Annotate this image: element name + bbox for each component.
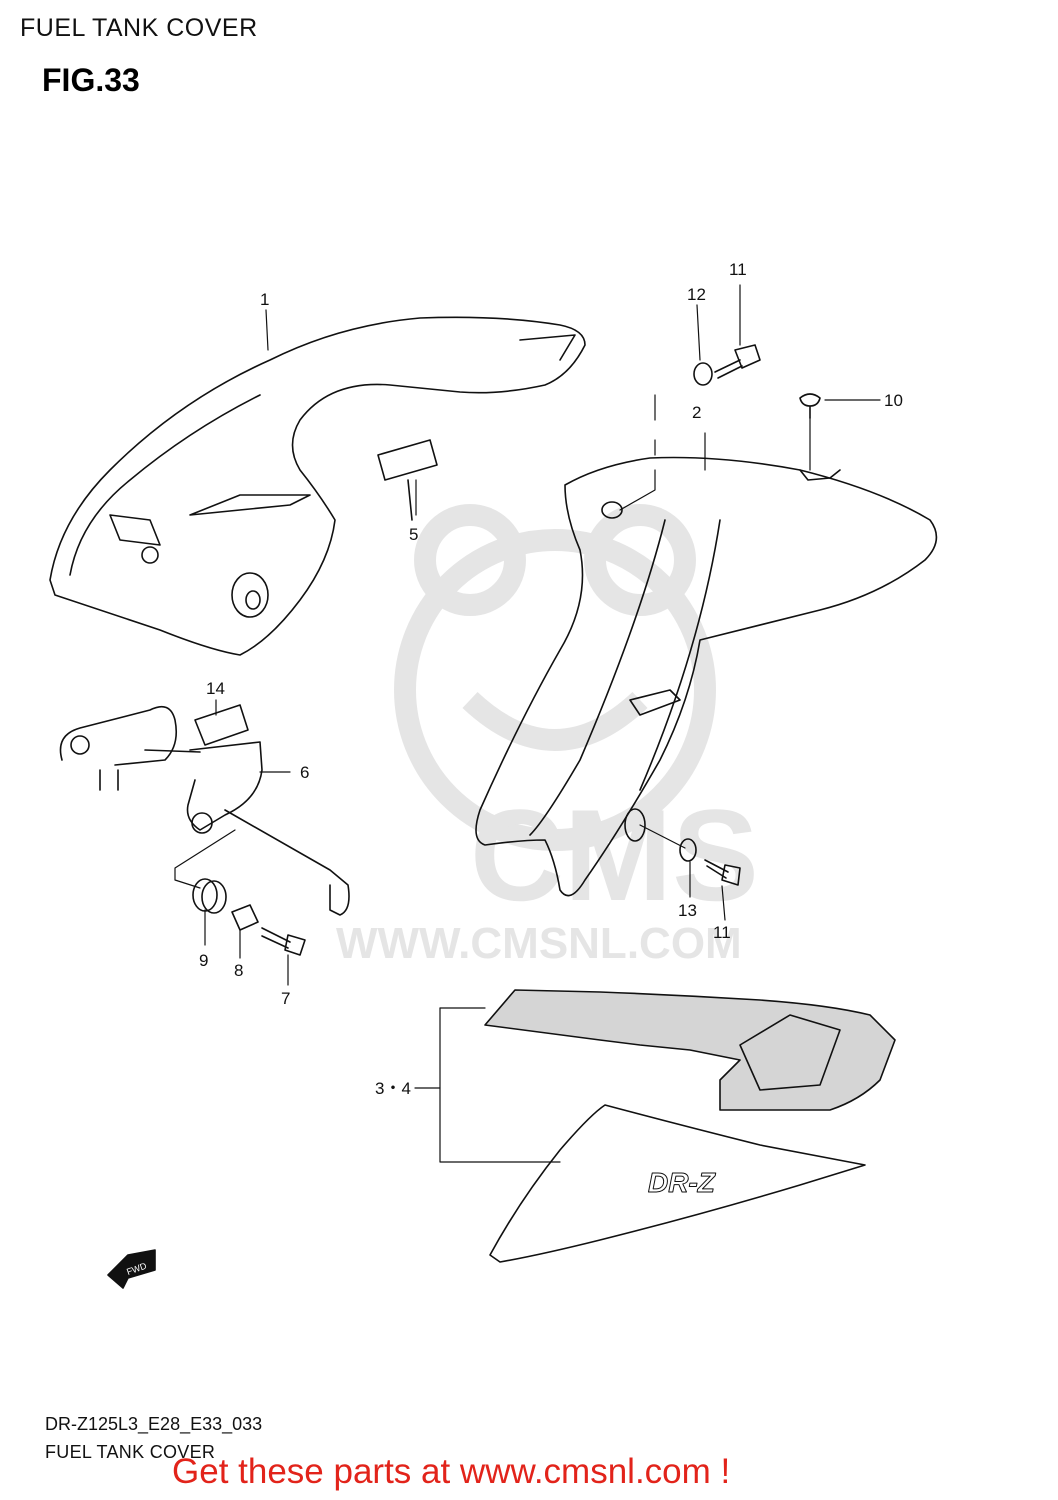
- callout-12: 12: [687, 285, 706, 304]
- callout-11-bottom: 11: [713, 923, 731, 942]
- callout-13: 13: [678, 901, 697, 920]
- watermark-url: WWW.CMSNL.COM: [336, 919, 742, 968]
- footer-title: FUEL TANK COVER: [45, 1442, 216, 1462]
- decal-text: DR-Z: [648, 1167, 716, 1198]
- callout-10: 10: [884, 391, 903, 410]
- part-7-bolt-icon: [261, 927, 306, 956]
- callout-5: 5: [409, 525, 418, 544]
- part-8-collar-icon: [231, 904, 259, 931]
- part-2-fuel-tank-cover-right: [475, 456, 938, 897]
- callout-7: 7: [281, 989, 290, 1008]
- fwd-arrow-icon: [107, 1249, 156, 1289]
- callout-11-top: 11: [729, 260, 747, 279]
- callout-labels: 1 2 3・4 5 6 7 8 9 10 11 11 12 13 14 FWD: [125, 260, 903, 1277]
- part-13-washer-icon: [679, 838, 697, 862]
- callout-9: 9: [199, 951, 208, 970]
- part-11-bolt-top-icon: [714, 344, 761, 379]
- callout-1: 1: [260, 290, 269, 309]
- figure-label: FIG.33: [42, 62, 140, 98]
- part-11-bolt-bottom-icon: [704, 859, 741, 886]
- callout-8: 8: [234, 961, 243, 980]
- callout-14: 14: [206, 679, 225, 698]
- promo-link[interactable]: Get these parts at www.cmsnl.com !: [172, 1452, 731, 1491]
- part-6-bracket: [59, 705, 350, 916]
- callout-6: 6: [300, 763, 309, 782]
- part-9-grommet-icon: [192, 878, 227, 914]
- part-3-4-decal-set: DR-Z: [484, 989, 896, 1263]
- callout-2: 2: [692, 403, 701, 422]
- part-14-pad: [194, 704, 249, 746]
- leader-lines: [174, 284, 881, 1163]
- watermark-logo-text: CMS: [470, 782, 759, 928]
- callout-3-4: 3・4: [375, 1079, 411, 1098]
- part-12-washer-icon: [693, 362, 713, 386]
- model-code: DR-Z125L3_E28_E33_033: [45, 1414, 263, 1434]
- part-1-fuel-tank-cover-left: [49, 316, 586, 656]
- part-10-clip-icon: [799, 393, 821, 419]
- part-5-pad: [377, 439, 438, 521]
- watermark: CMS WWW.CMSNL.COM: [336, 504, 759, 968]
- page-header: FUEL TANK COVER: [20, 14, 258, 42]
